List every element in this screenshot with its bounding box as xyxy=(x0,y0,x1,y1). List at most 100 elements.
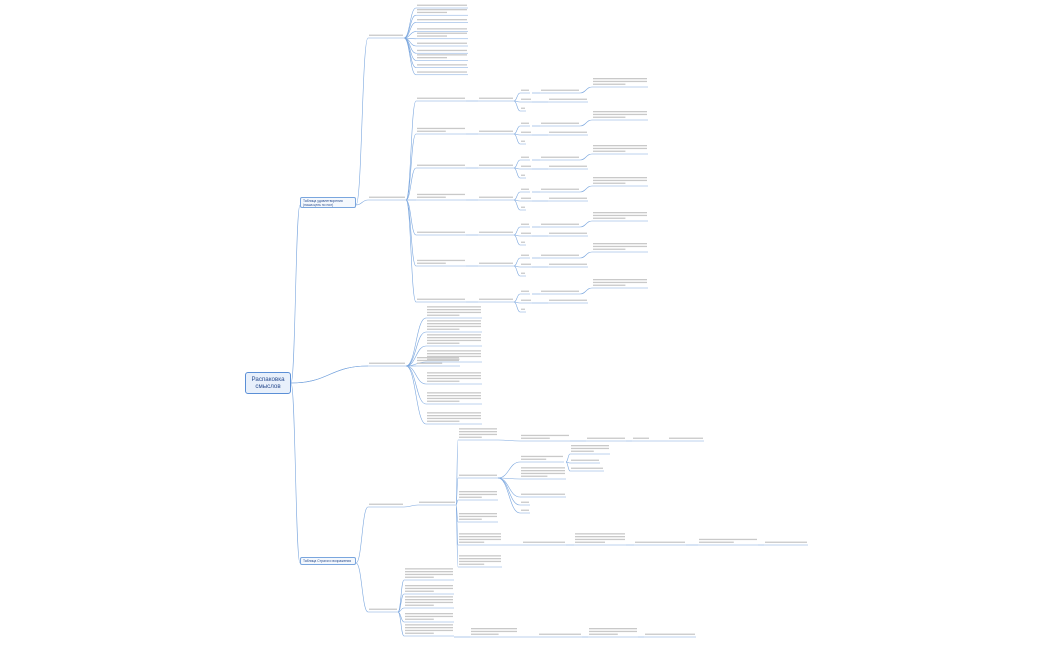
leaf-text-placeholder xyxy=(521,299,531,301)
connector-line xyxy=(405,317,427,367)
leaf-text-placeholder xyxy=(405,613,453,615)
central-topic-node[interactable]: Распаковка смыслов xyxy=(245,372,291,394)
leaf-text-placeholder xyxy=(593,116,626,118)
leaf-text-placeholder xyxy=(459,433,497,436)
leaf-text-placeholder xyxy=(427,358,460,360)
leaf-text-placeholder xyxy=(459,496,482,498)
leaf-text-placeholder xyxy=(417,57,447,59)
branch-node-fears-table[interactable]: Таблица Страхи и возражения xyxy=(300,557,356,565)
connector-line xyxy=(405,365,427,385)
leaf-text-placeholder xyxy=(417,19,467,21)
leaf-text-placeholder xyxy=(417,127,465,130)
leaf-text-placeholder xyxy=(405,587,453,590)
connector-line xyxy=(355,506,369,564)
leaf-text-placeholder xyxy=(571,447,609,450)
connector-line xyxy=(405,365,427,425)
connector-line xyxy=(403,37,417,76)
leaf-text-placeholder xyxy=(765,541,807,543)
connector-line xyxy=(405,167,417,201)
connector-line xyxy=(497,477,521,480)
connector-line xyxy=(513,257,521,267)
leaf-text-placeholder xyxy=(593,111,647,113)
leaf-text-placeholder xyxy=(427,412,481,414)
leaf-text-placeholder xyxy=(427,420,460,422)
leaf-text-placeholder xyxy=(405,624,453,626)
connector-line xyxy=(565,461,571,472)
leaf-text-placeholder xyxy=(405,615,453,618)
leaf-text-placeholder xyxy=(593,217,626,219)
leaf-text-placeholder xyxy=(405,590,434,592)
leaf-text-placeholder xyxy=(417,259,465,262)
leaf-text-placeholder xyxy=(575,538,625,541)
leaf-text-placeholder xyxy=(427,353,481,355)
leaf-text-placeholder xyxy=(459,541,485,543)
leaf-text-placeholder xyxy=(405,576,434,578)
leaf-text-placeholder xyxy=(427,355,481,358)
leaf-text-placeholder xyxy=(427,350,481,352)
leaf-text-placeholder xyxy=(459,515,497,518)
connector-line xyxy=(513,265,521,277)
leaf-text-placeholder xyxy=(427,372,481,374)
leaf-text-placeholder xyxy=(521,467,565,469)
leaf-text-placeholder xyxy=(417,42,467,44)
leaf-text-placeholder xyxy=(471,628,517,630)
leaf-text-placeholder xyxy=(589,633,618,635)
connector-line xyxy=(579,220,593,228)
leaf-text-placeholder xyxy=(593,83,626,85)
connector-line xyxy=(513,133,521,145)
leaf-text-placeholder xyxy=(593,245,647,248)
leaf-text-placeholder xyxy=(521,223,529,225)
leaf-text-placeholder xyxy=(521,197,531,199)
leaf-text-placeholder xyxy=(549,165,587,167)
leaf-text-placeholder xyxy=(417,97,465,99)
leaf-text-placeholder xyxy=(417,357,459,359)
leaf-text-placeholder xyxy=(417,298,465,300)
connector-line xyxy=(405,199,417,303)
leaf-text-placeholder xyxy=(427,375,481,377)
leaf-text-placeholder xyxy=(521,470,565,472)
leaf-text-placeholder xyxy=(521,434,569,437)
connector-line xyxy=(513,92,521,102)
leaf-text-placeholder xyxy=(427,309,481,311)
leaf-text-placeholder xyxy=(575,541,605,543)
leaf-text-placeholder xyxy=(593,243,647,245)
leaf-text-placeholder xyxy=(521,472,565,475)
leaf-text-placeholder xyxy=(405,573,453,576)
leaf-text-placeholder xyxy=(593,113,647,116)
leaf-text-placeholder xyxy=(471,633,499,635)
connector-line xyxy=(497,439,521,442)
leaf-text-placeholder xyxy=(459,428,497,430)
leaf-text-placeholder xyxy=(459,491,497,493)
connector-line xyxy=(513,234,521,246)
leaf-text-placeholder xyxy=(427,323,481,325)
connector-line xyxy=(397,593,405,613)
leaf-text-placeholder xyxy=(521,107,525,109)
leaf-text-placeholder xyxy=(549,98,587,100)
leaf-text-placeholder xyxy=(417,64,467,66)
leaf-text-placeholder xyxy=(417,32,467,34)
leaf-text-placeholder xyxy=(459,560,501,563)
leaf-text-placeholder xyxy=(459,493,497,496)
leaf-text-placeholder xyxy=(549,232,587,234)
leaf-text-placeholder xyxy=(427,397,481,400)
leaf-text-placeholder xyxy=(549,131,587,133)
leaf-text-placeholder xyxy=(593,150,626,152)
leaf-text-placeholder xyxy=(521,290,529,292)
leaf-text-placeholder xyxy=(521,122,529,124)
branch-label: Таблица Страхи и возражения xyxy=(303,559,352,563)
leaf-text-placeholder xyxy=(459,563,485,565)
branch-node-satisfaction-table[interactable]: Таблица удовлетворения (наша цель по пол… xyxy=(300,197,356,208)
leaf-text-placeholder xyxy=(521,165,531,167)
leaf-text-placeholder xyxy=(417,193,465,196)
leaf-text-placeholder xyxy=(521,509,529,511)
leaf-text-placeholder xyxy=(541,254,579,256)
connector-line xyxy=(579,153,593,161)
leaf-text-placeholder xyxy=(521,206,525,208)
leaf-text-placeholder xyxy=(369,362,405,364)
leaf-text-placeholder xyxy=(459,538,501,541)
connector-line xyxy=(455,477,459,506)
leaf-text-placeholder xyxy=(417,231,465,233)
leaf-text-placeholder xyxy=(459,533,501,535)
connector-line xyxy=(579,251,593,259)
